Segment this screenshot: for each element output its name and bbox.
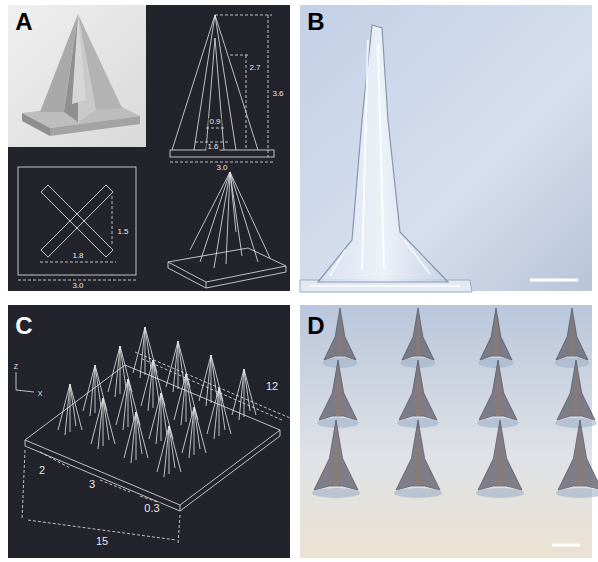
isometric-view bbox=[168, 172, 286, 288]
dimension-label: 3.0 bbox=[215, 164, 228, 172]
array-cad bbox=[16, 327, 290, 545]
dimension-label: 3.0 bbox=[71, 282, 84, 290]
dimension-label: 3.6 bbox=[271, 90, 284, 98]
dimension-label: 1.8 bbox=[71, 252, 84, 260]
panel-d bbox=[300, 305, 598, 558]
needle-render bbox=[22, 14, 140, 136]
dimension-label: 15 bbox=[95, 536, 109, 547]
scale-bar bbox=[552, 544, 580, 547]
front-view bbox=[170, 15, 274, 162]
axis-label: Z bbox=[13, 363, 19, 370]
panel-letter: A bbox=[14, 10, 33, 34]
dimension-label: 1.5 bbox=[116, 228, 129, 236]
panel-b bbox=[300, 5, 592, 292]
dimension-label: 2 bbox=[38, 465, 46, 476]
dimension-label: 1.6 bbox=[206, 143, 219, 151]
panel-letter: C bbox=[14, 314, 33, 338]
dimension-label: 0.3 bbox=[143, 503, 160, 514]
cad-background bbox=[8, 5, 290, 291]
render-background bbox=[8, 5, 146, 147]
dimension-label: 0.9 bbox=[208, 118, 221, 126]
needle-array-photo bbox=[312, 308, 598, 498]
dimension-label: 2.7 bbox=[248, 64, 261, 72]
panel-c bbox=[8, 305, 290, 558]
dimension-label: 12 bbox=[265, 381, 279, 392]
panel-letter: D bbox=[306, 314, 325, 338]
panel-letter: B bbox=[306, 10, 325, 34]
panel-a bbox=[8, 5, 290, 291]
scale-bar bbox=[530, 279, 578, 282]
dimension-label: 3 bbox=[88, 479, 96, 490]
axis-label: X bbox=[37, 390, 44, 397]
top-view bbox=[18, 167, 136, 280]
needle-photo bbox=[300, 25, 472, 292]
